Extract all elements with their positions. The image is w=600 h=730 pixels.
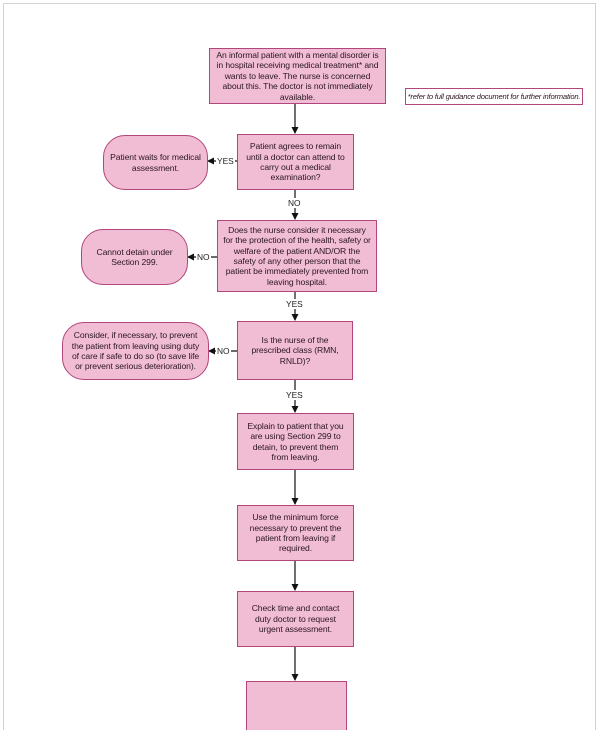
remain-decision-box: Patient agrees to remain until a doctor …: [237, 134, 354, 190]
remain-no-label: NO: [287, 198, 302, 208]
consider-decision-box: Does the nurse consider it necessary for…: [217, 220, 377, 292]
explain-box: Explain to patient that you are using Se…: [237, 413, 354, 470]
minimum-force-box: Use the minimum force necessary to preve…: [237, 505, 354, 561]
guidance-note: *refer to full guidance document for fur…: [405, 88, 583, 105]
check-time-box: Check time and contact duty doctor to re…: [237, 591, 354, 647]
start-box: An informal patient with a mental disord…: [209, 48, 386, 104]
duty-of-care-box: Consider, if necessary, to prevent the p…: [62, 322, 209, 380]
prescribed-yes-label: YES: [285, 390, 304, 400]
next-step-box-partial: [246, 681, 347, 730]
patient-waits-box: Patient waits for medical assessment.: [103, 135, 208, 190]
consider-no-label: NO: [196, 252, 211, 262]
prescribed-class-box: Is the nurse of the prescribed class (RM…: [237, 321, 353, 380]
prescribed-no-label: NO: [216, 346, 231, 356]
consider-yes-label: YES: [285, 299, 304, 309]
cannot-detain-box: Cannot detain under Section 299.: [81, 229, 188, 285]
remain-yes-label: YES: [216, 156, 235, 166]
